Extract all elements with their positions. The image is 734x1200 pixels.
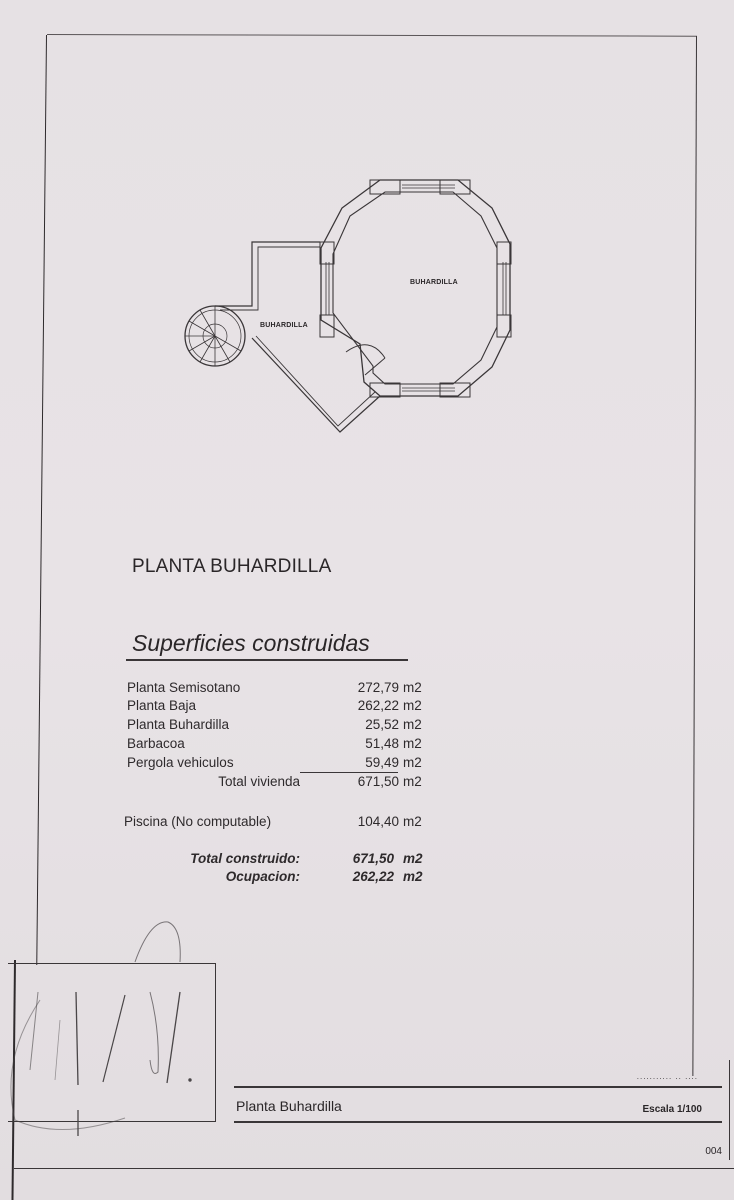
- ocupacion-label: Ocupacion:: [225, 869, 300, 884]
- sum-line: [300, 772, 398, 773]
- handwritten-signature: [10, 921, 192, 1136]
- footer-line-top: [234, 1086, 722, 1088]
- signature-box: [8, 963, 216, 1122]
- footer-line-middle: [234, 1121, 722, 1123]
- surface-label: Planta Semisotano: [127, 680, 241, 695]
- footer-sheet-number: 004: [705, 1146, 722, 1157]
- surfaces-title-underline: [126, 659, 408, 661]
- surface-value: 272,79: [357, 680, 399, 695]
- piscina-label: Piscina (No computable): [124, 814, 272, 829]
- piscina-unit: m2: [403, 814, 422, 829]
- surface-label: Planta Buhardilla: [127, 717, 230, 732]
- frame-border-right-lower: [729, 1060, 730, 1160]
- surface-value: 262,22: [357, 698, 399, 713]
- total-construido-unit: m2: [403, 851, 423, 866]
- surface-unit: m2: [403, 755, 422, 770]
- frame-border-top: [46, 34, 697, 37]
- surfaces-title: Superficies construidas: [132, 630, 370, 656]
- footer-scale: Escala 1/100: [642, 1104, 703, 1115]
- frame-border-right: [692, 35, 697, 1076]
- piscina-value: 104,40: [357, 814, 399, 829]
- surface-unit: m2: [403, 698, 422, 713]
- surface-value: 59,49: [365, 755, 399, 770]
- ocupacion-unit: m2: [403, 869, 423, 884]
- total-vivienda-label: Total vivienda: [218, 774, 300, 789]
- surface-unit: m2: [403, 717, 422, 732]
- surface-label: Barbacoa: [127, 736, 185, 751]
- footer-line-bottom: [14, 1168, 734, 1169]
- surface-value: 25,52: [365, 717, 399, 732]
- total-vivienda-unit: m2: [403, 774, 422, 789]
- surface-value: 51,48: [365, 736, 399, 751]
- section-title: PLANTA BUHARDILLA: [132, 556, 332, 577]
- surface-unit: m2: [403, 736, 422, 751]
- floor-plan-drawing: BUHARDILLA BUHARDILLA: [170, 170, 550, 450]
- footer-sheet-title: Planta Buhardilla: [236, 1098, 342, 1114]
- surface-unit: m2: [403, 680, 422, 695]
- total-vivienda-value: 671,50: [357, 774, 399, 789]
- ocupacion-value: 262,22: [352, 869, 394, 884]
- footer-date-partial: ........... .. ....: [636, 1072, 698, 1081]
- total-construido-value: 671,50: [352, 851, 394, 866]
- room-label-buhardilla-annex: BUHARDILLA: [260, 322, 308, 329]
- surface-label: Planta Baja: [127, 698, 197, 713]
- room-label-buhardilla-main: BUHARDILLA: [410, 279, 458, 286]
- total-construido-label: Total construido:: [190, 851, 300, 866]
- surface-label: Pergola vehiculos: [127, 755, 234, 770]
- frame-border-left: [36, 34, 47, 965]
